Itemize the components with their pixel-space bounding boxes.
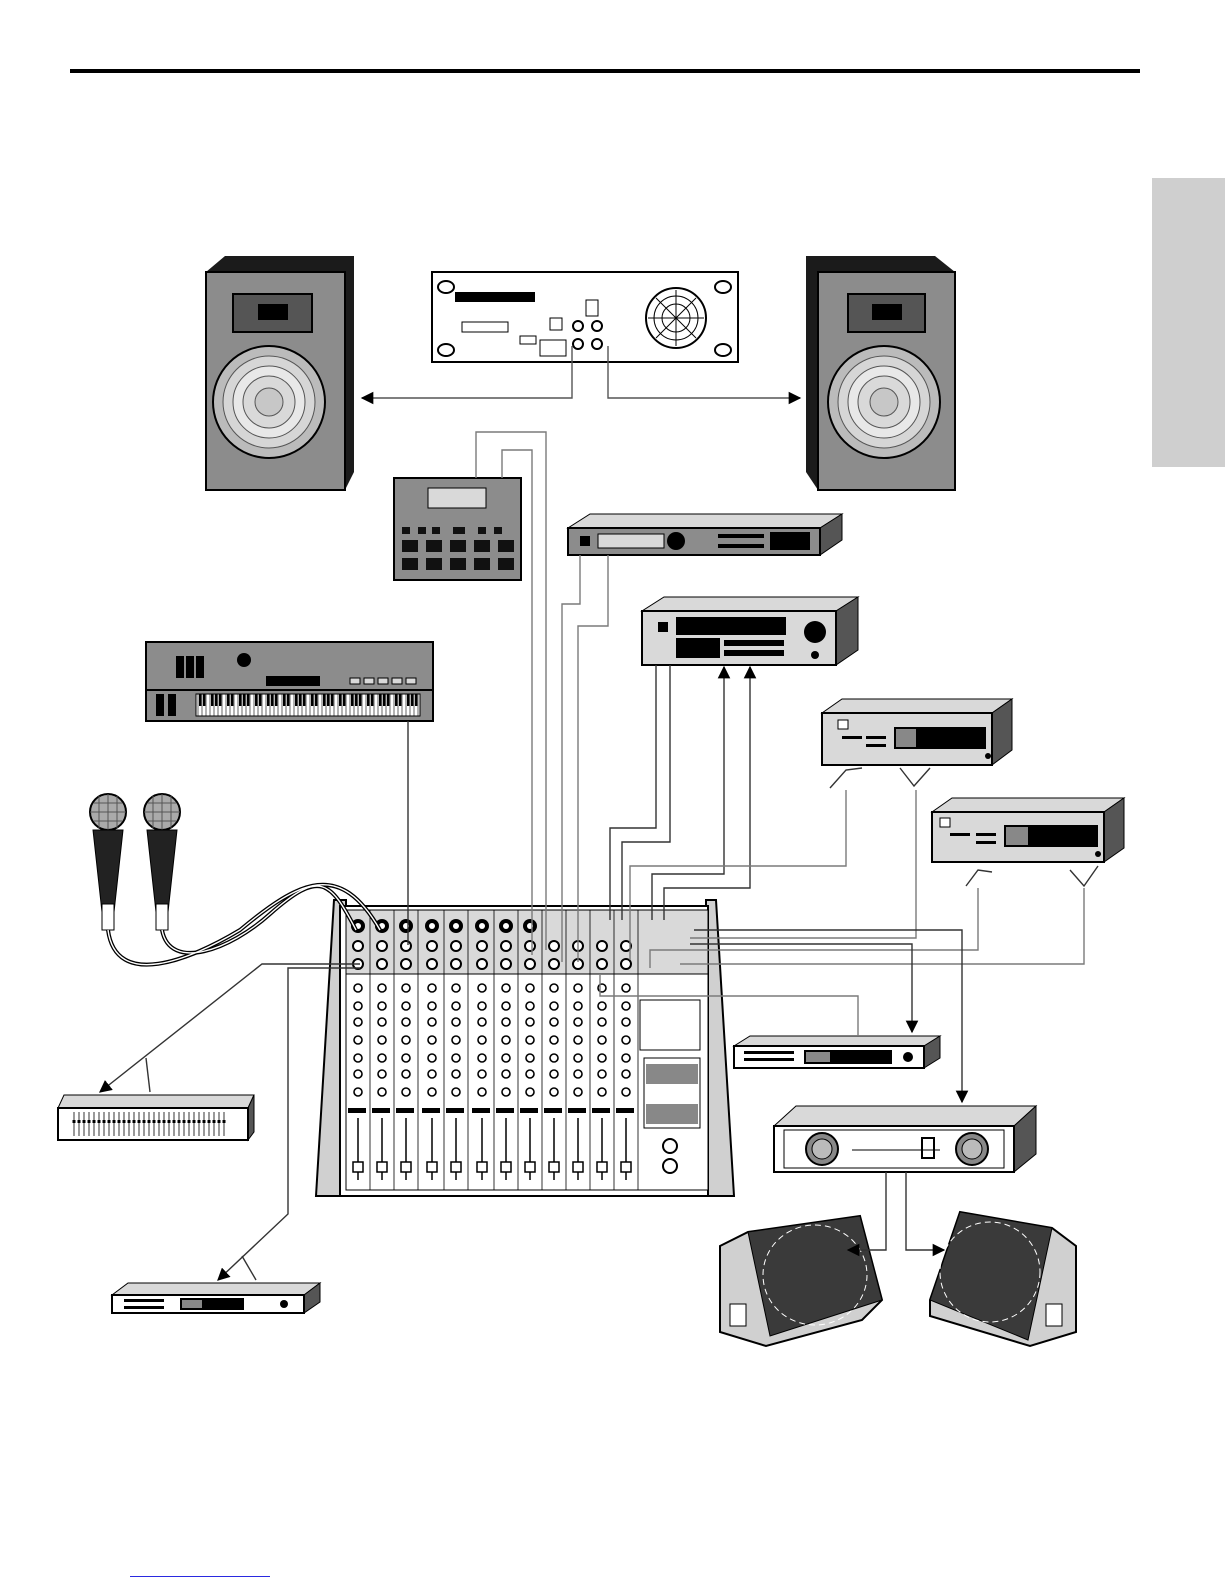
cable-effects2-in-lead [830, 768, 862, 788]
cable-effects2-out-lead [900, 768, 930, 786]
rack-compressor [734, 1036, 940, 1068]
cable-effects3-return [680, 888, 1084, 964]
cable-effects1-out-2 [578, 555, 608, 962]
cable-synth-module-out-2 [622, 665, 670, 920]
rack-effects-3 [932, 798, 1124, 862]
cable-graphic-eq-return [146, 1058, 150, 1092]
stage-power-amplifier [774, 1106, 1036, 1172]
cable-mixer-to-stage-amp [694, 930, 962, 1102]
microphone-2 [144, 794, 180, 930]
cable-synth-module-in-2 [664, 667, 750, 920]
rack-effects-2 [822, 699, 1012, 765]
power-amplifier-rear [432, 272, 738, 362]
rack-effects-1 [568, 514, 842, 555]
cable-effects3-in-lead [966, 870, 992, 886]
cable-effects3-out-lead [1070, 866, 1098, 886]
drum-machine [394, 478, 521, 580]
cable-mic2-to-mixer [162, 886, 356, 953]
mixer [316, 900, 734, 1196]
speaker-right [806, 256, 955, 490]
microphone-1 [90, 794, 126, 930]
graphic-equalizer [58, 1095, 254, 1140]
monitor-wedge-left [720, 1216, 882, 1346]
cable-synth-module-out-1 [610, 665, 656, 920]
rack-synth-module [642, 597, 858, 665]
keyboard-synth [146, 642, 433, 721]
monitor-wedge-right [930, 1212, 1076, 1346]
cable-synth-module-in-1 [652, 667, 724, 920]
cable-mixer-to-graphic-eq [100, 964, 360, 1092]
cable-stage-amp-to-right-wedge [906, 1172, 944, 1250]
cable-recorder-return [242, 1256, 256, 1280]
speaker-left [206, 256, 354, 490]
recorder-rack [112, 1283, 320, 1313]
